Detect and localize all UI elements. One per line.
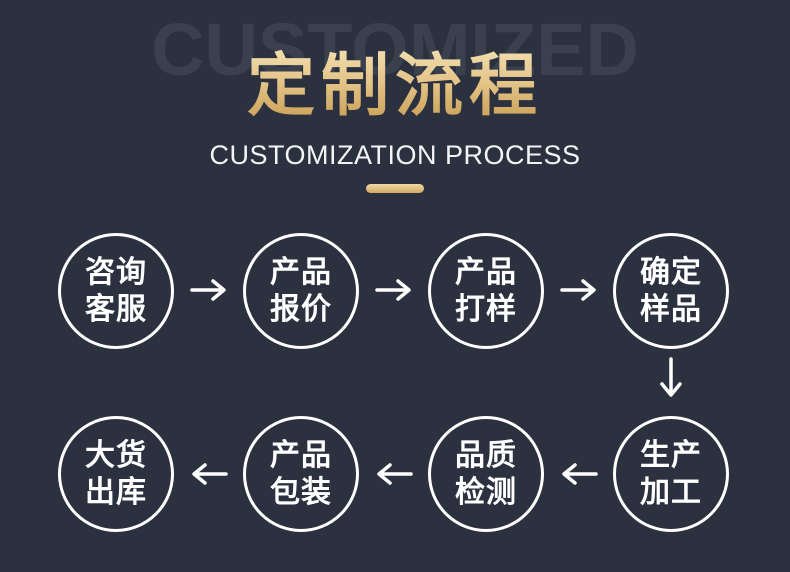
arrow-left-icon <box>190 461 228 487</box>
arrow-right-icon <box>560 277 598 303</box>
gold-divider <box>366 184 424 193</box>
step-circle-production-processing: 生产 加工 <box>613 416 729 532</box>
step-label: 大货 出库 <box>85 439 147 509</box>
step-label: 品质 检测 <box>455 439 517 509</box>
step-circle-quality-inspection: 品质 检测 <box>428 416 544 532</box>
arrow-left-icon <box>375 461 413 487</box>
step-circle-product-sample: 产品 打样 <box>428 233 544 349</box>
step-circle-product-packaging: 产品 包装 <box>243 416 359 532</box>
step-circle-consult-service: 咨询 客服 <box>58 233 174 349</box>
arrow-down-icon <box>658 357 684 399</box>
step-label: 产品 报价 <box>270 256 332 326</box>
arrow-left-icon <box>560 461 598 487</box>
step-label: 产品 打样 <box>455 256 517 326</box>
watermark-text: CUSTOMIZED <box>0 13 790 87</box>
arrow-right-icon <box>190 277 228 303</box>
step-label: 咨询 客服 <box>85 256 147 326</box>
step-label: 产品 包装 <box>270 439 332 509</box>
step-circle-bulk-delivery: 大货 出库 <box>58 416 174 532</box>
step-circle-confirm-sample: 确定 样品 <box>613 233 729 349</box>
page-subtitle: CUSTOMIZATION PROCESS <box>209 140 581 170</box>
step-label: 生产 加工 <box>640 439 702 509</box>
step-circle-product-quote: 产品 报价 <box>243 233 359 349</box>
page-title: 定制流程 <box>0 48 790 124</box>
arrow-right-icon <box>375 277 413 303</box>
step-label: 确定 样品 <box>640 256 702 326</box>
